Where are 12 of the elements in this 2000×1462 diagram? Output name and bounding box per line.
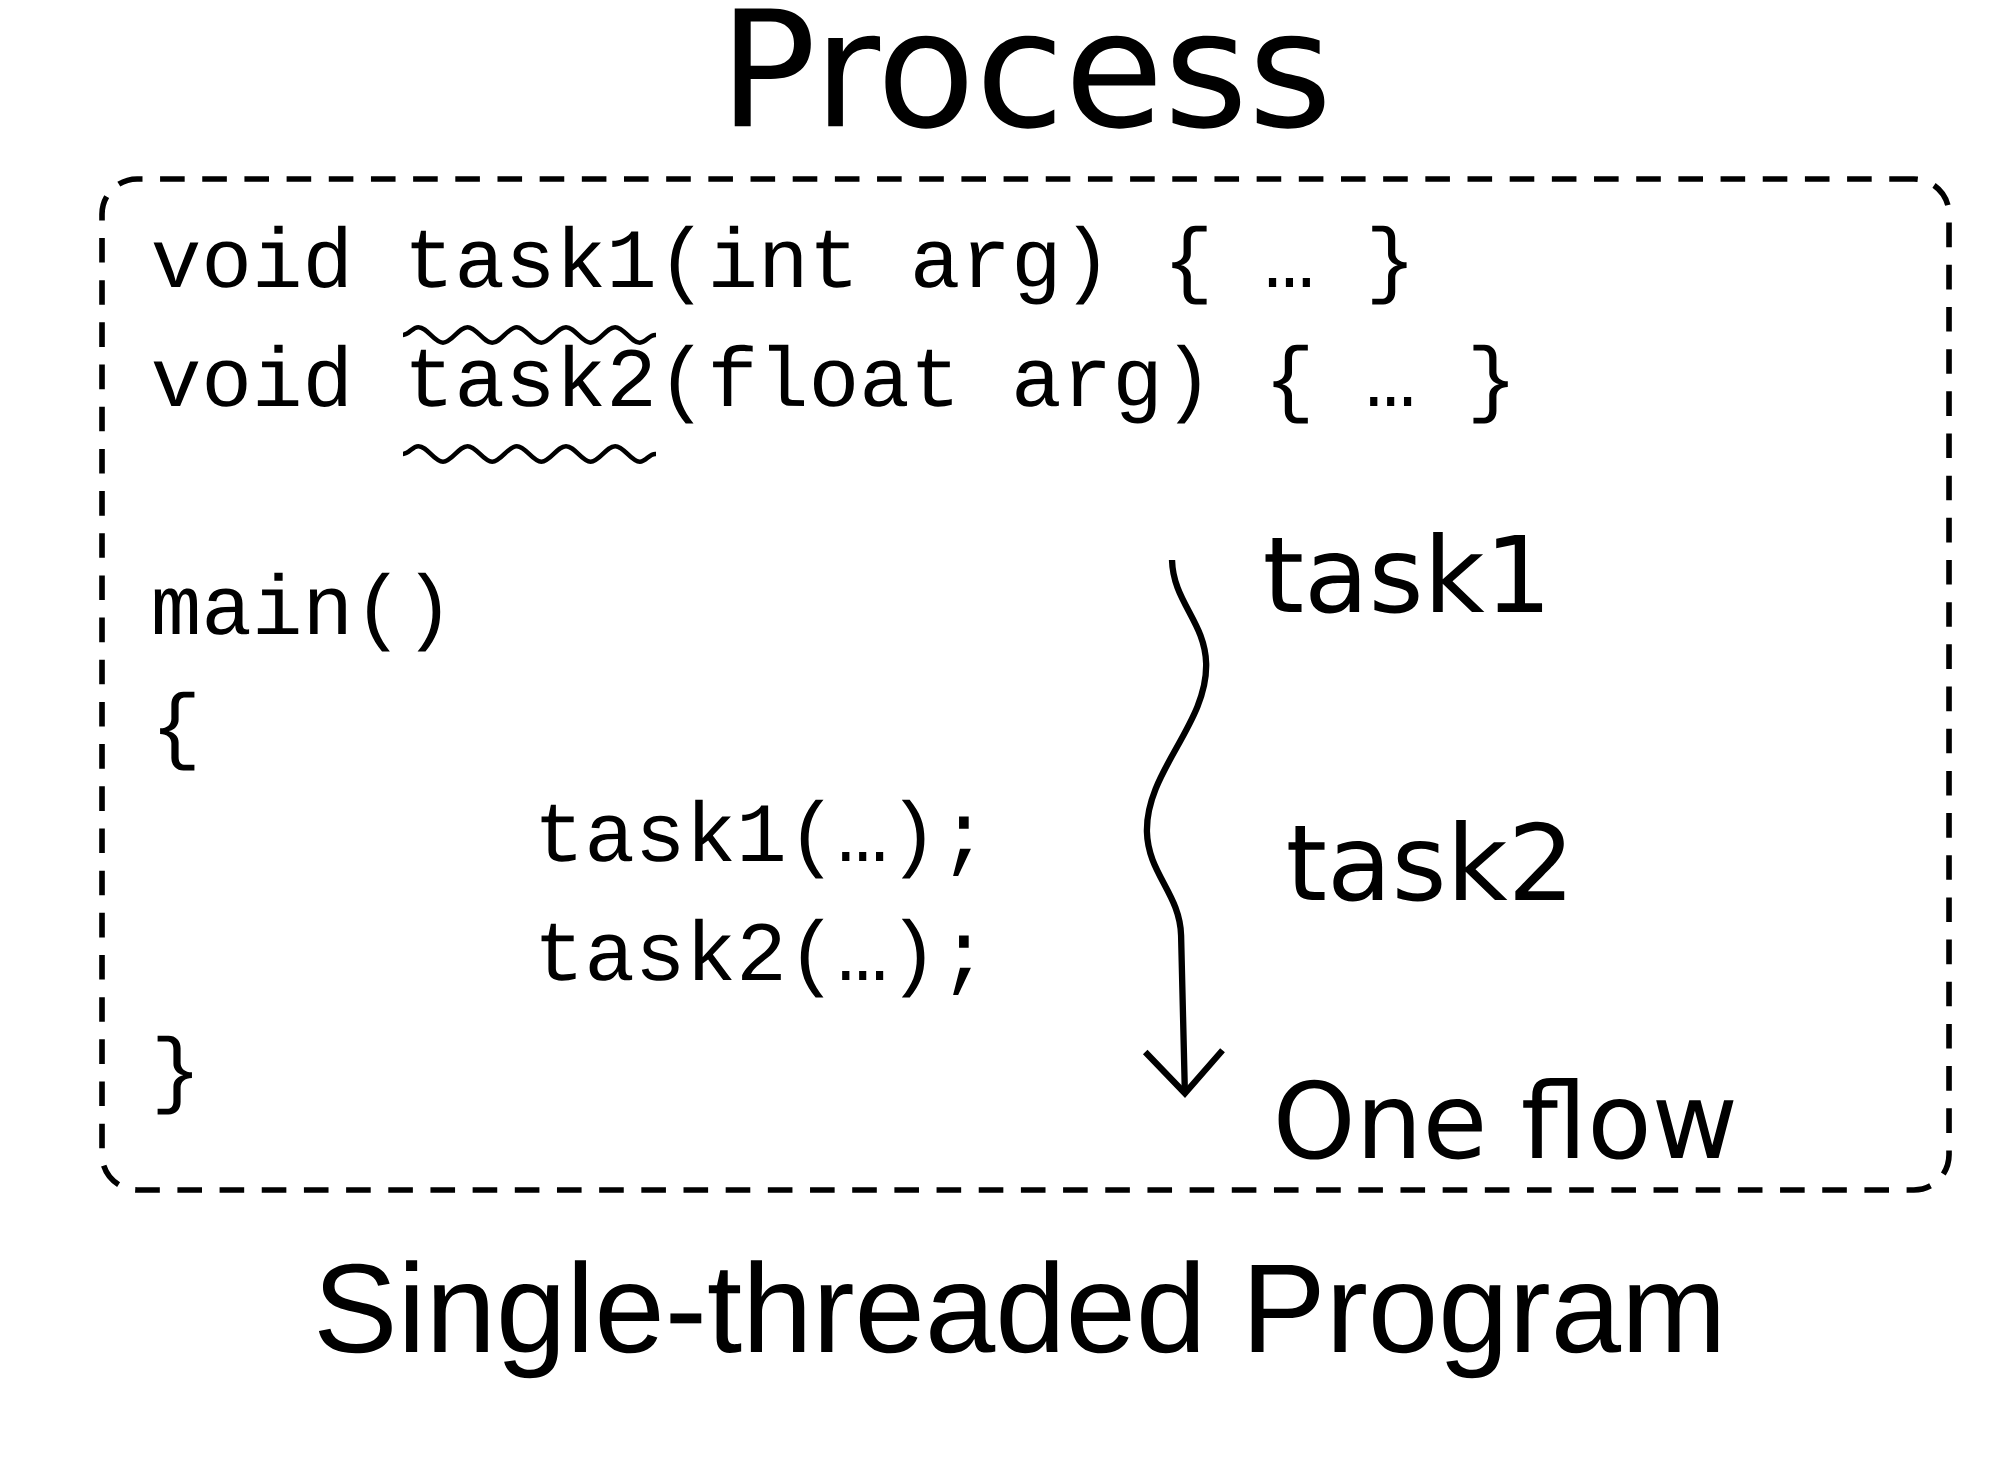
caption: Single-threaded Program	[318, 1260, 1719, 1379]
code-line: {	[160, 691, 195, 771]
code-line: void task1(int arg) { … }	[153, 225, 1407, 305]
code-line: main()	[154, 572, 441, 652]
handwritten-label: One flow	[1278, 1077, 1734, 1160]
code-line: void task2(float arg) { … }	[153, 344, 1508, 424]
handwritten-label: task1	[1265, 531, 1543, 614]
code-line: }	[157, 1035, 192, 1115]
handwritten-label: task2	[1288, 819, 1565, 902]
node-label: Process	[734, 8, 1325, 129]
code-line: task1(…);	[541, 799, 971, 879]
code-line: task2(…);	[541, 918, 971, 998]
